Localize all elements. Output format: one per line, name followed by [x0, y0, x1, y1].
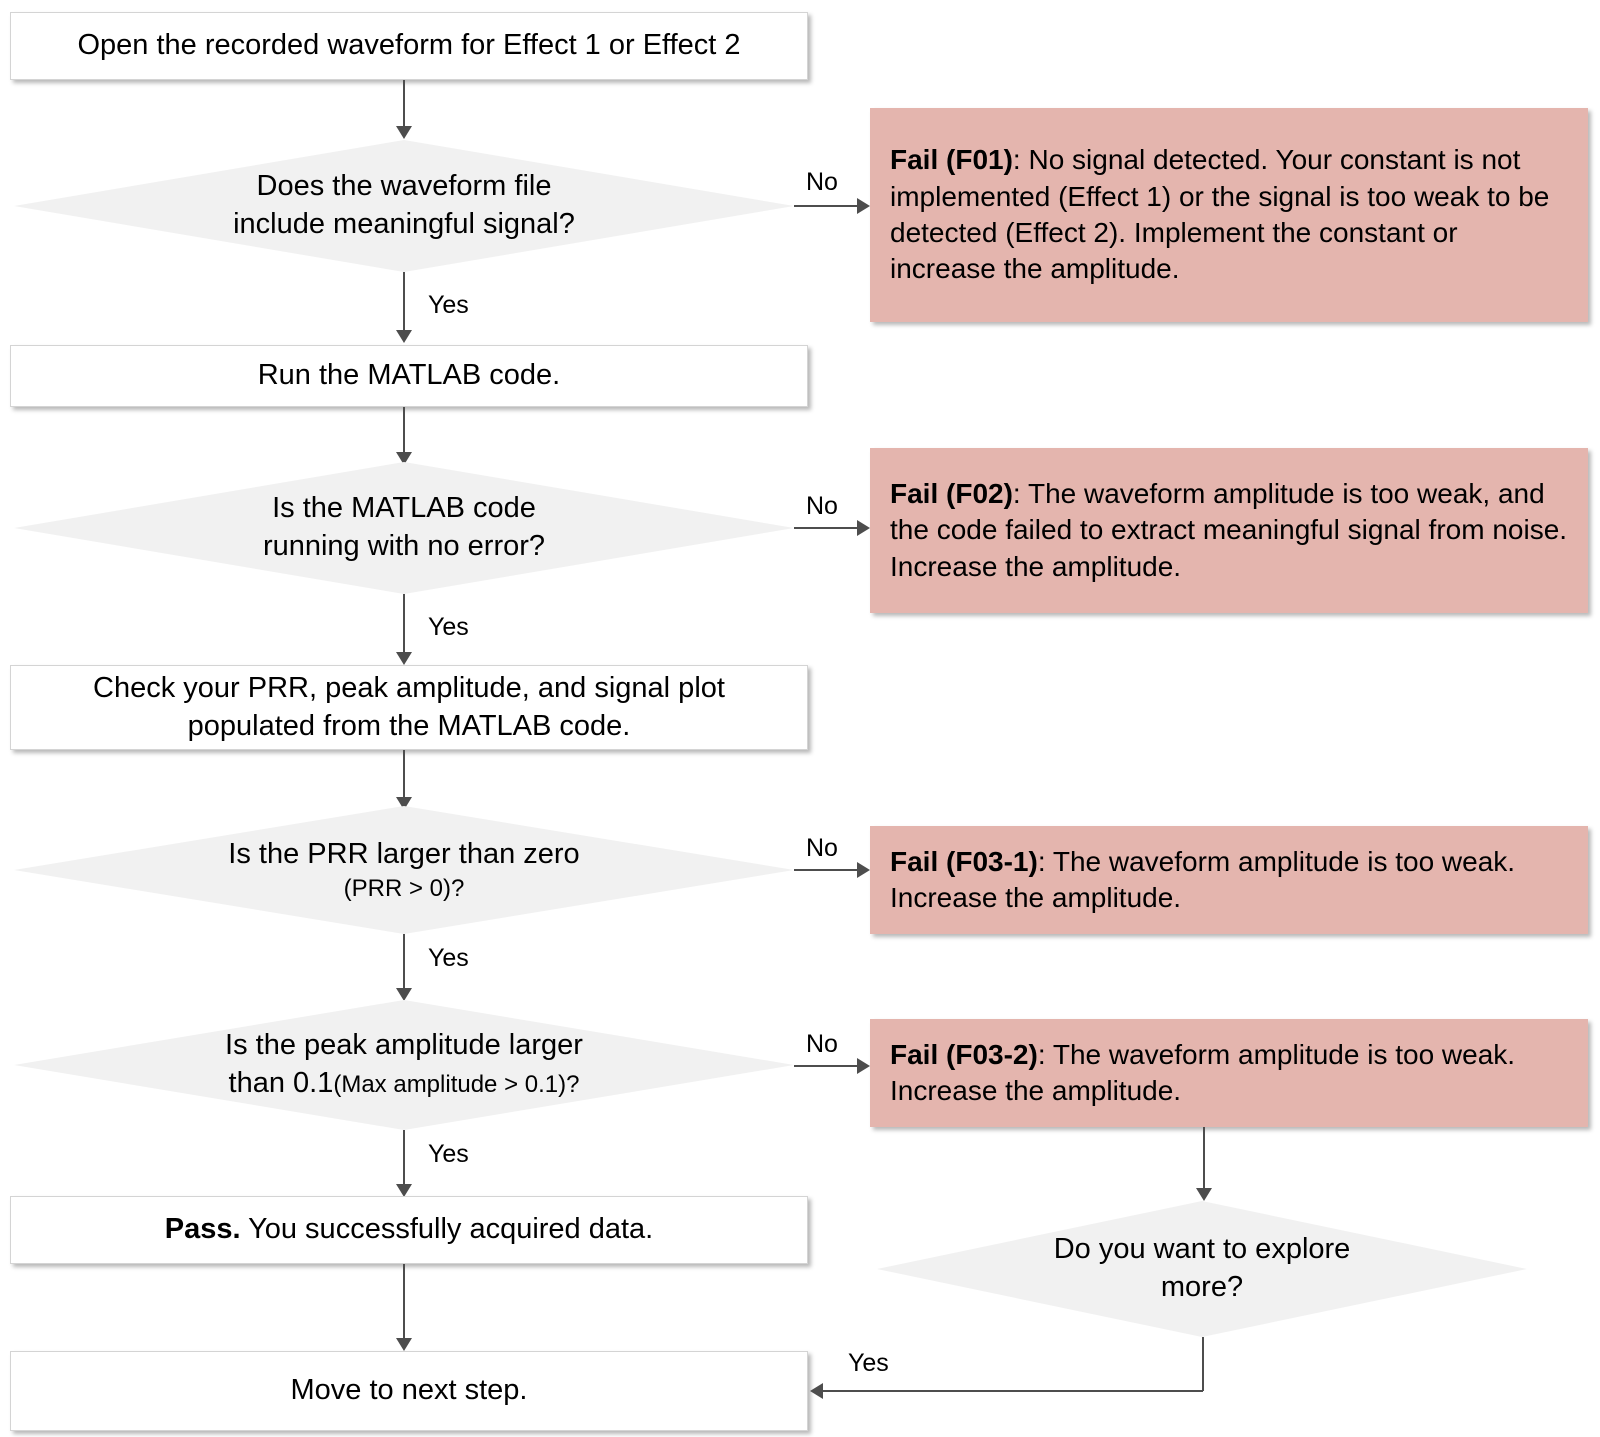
node-check-prr-label: Check your PRR, peak amplitude, and sign… [93, 670, 725, 744]
connector-d3-to-d4 [403, 934, 405, 992]
fail-f03-2-text: Fail (F03-2): The waveform amplitude is … [890, 1037, 1570, 1110]
arrowhead-d4-to-pass [396, 1184, 412, 1197]
node-run-matlab-label: Run the MATLAB code. [257, 359, 561, 392]
decision-5-text: Do you want to explore more? [975, 1231, 1430, 1306]
node-decision-matlab-no-error[interactable]: Is the MATLAB code running with no error… [14, 462, 798, 599]
node-check-prr-line1: Check your PRR, peak amplitude, and sign… [93, 672, 725, 705]
decision-2-line1: Is the MATLAB code [272, 492, 536, 525]
connector-run-to-d2 [403, 407, 405, 460]
fail-f01-tag: Fail (F01) [890, 144, 1013, 176]
node-move-next-step-label: Move to next step. [290, 1374, 528, 1407]
edge-label-no-1: No [806, 168, 838, 196]
decision-4-text: Is the peak amplitude larger than 0.1(Ma… [100, 1027, 708, 1102]
node-open-waveform-label: Open the recorded waveform for Effect 1 … [77, 29, 741, 62]
connector-check-to-d3 [403, 750, 405, 805]
edge-label-no-2: No [806, 492, 838, 520]
connector-f03-2-to-d5 [1203, 1127, 1205, 1195]
decision-4-line2-small: (Max amplitude > 0.1)? [333, 1071, 580, 1098]
edge-label-yes-1: Yes [428, 291, 469, 319]
fail-f03-1-tag: Fail (F03-1) [890, 845, 1038, 877]
connector-d3-to-f03-1 [794, 869, 862, 871]
decision-4-line2-main: than 0.1 [228, 1067, 334, 1099]
connector-start-to-d1 [403, 80, 405, 137]
connector-d2-to-check [403, 594, 405, 656]
node-decision-meaningful-signal[interactable]: Does the waveform file include meaningfu… [14, 140, 798, 277]
connector-d5-to-next [822, 1390, 1203, 1392]
connector-d4-to-pass [403, 1130, 405, 1188]
node-check-prr[interactable]: Check your PRR, peak amplitude, and sign… [10, 665, 808, 750]
decision-5-line2: more? [1160, 1271, 1244, 1303]
node-pass-rest: You successfully acquired data. [240, 1213, 654, 1246]
decision-4-line1: Is the peak amplitude larger [225, 1029, 583, 1062]
edge-label-yes-3: Yes [428, 944, 469, 972]
connector-d1-to-run [403, 272, 405, 334]
node-pass-label: Pass. You successfully acquired data. [165, 1211, 654, 1248]
arrowhead-d3-to-f03-1 [857, 862, 870, 878]
edge-label-no-4: No [806, 1030, 838, 1058]
fail-f02-tag: Fail (F02) [890, 477, 1013, 509]
decision-1-line1: Does the waveform file [256, 170, 552, 203]
node-pass-bold: Pass. [164, 1213, 241, 1246]
decision-4-line2: than 0.1(Max amplitude > 0.1)? [100, 1065, 708, 1103]
fail-f03-2-body: : The waveform amplitude is too weak. In… [890, 1038, 1516, 1106]
node-move-next-step[interactable]: Move to next step. [10, 1351, 808, 1431]
connector-d1-to-f01 [794, 205, 862, 207]
node-run-matlab[interactable]: Run the MATLAB code. [10, 345, 808, 407]
node-fail-f01[interactable]: Fail (F01): No signal detected. Your con… [870, 108, 1588, 322]
decision-3-line1: Is the PRR larger than zero [228, 837, 580, 870]
arrowhead-d3-to-d4 [396, 988, 412, 1001]
decision-1-line2: include meaningful signal? [233, 208, 575, 240]
arrowhead-f03-2-to-d5 [1196, 1188, 1212, 1201]
node-decision-explore-more[interactable]: Do you want to explore more? [877, 1201, 1531, 1342]
edge-label-no-3: No [806, 834, 838, 862]
arrowhead-run-to-d2 [396, 452, 412, 465]
arrowhead-start-to-d1 [396, 126, 412, 139]
node-fail-f02[interactable]: Fail (F02): The waveform amplitude is to… [870, 448, 1588, 613]
connector-d5-down [1202, 1337, 1204, 1391]
arrowhead-d4-to-f03-2 [857, 1058, 870, 1074]
fail-f01-body: : No signal detected. Your constant is n… [890, 144, 1550, 285]
edge-label-yes-2: Yes [428, 613, 469, 641]
connector-d4-to-f03-2 [794, 1065, 862, 1067]
decision-2-text: Is the MATLAB code running with no error… [131, 490, 677, 565]
arrowhead-d2-to-check [396, 652, 412, 665]
arrowhead-pass-to-next [396, 1338, 412, 1351]
decision-2-line2: running with no error? [262, 530, 546, 562]
decision-3-text: Is the PRR larger than zero (PRR > 0)? [131, 836, 677, 905]
node-pass[interactable]: Pass. You successfully acquired data. [10, 1196, 808, 1264]
edge-label-yes-explore: Yes [848, 1349, 889, 1377]
decision-3-line2: (PRR > 0)? [343, 875, 465, 903]
decision-1-text: Does the waveform file include meaningfu… [131, 168, 677, 243]
arrowhead-d1-to-run [396, 330, 412, 343]
node-decision-peak-amplitude[interactable]: Is the peak amplitude larger than 0.1(Ma… [14, 1000, 798, 1135]
connector-d2-to-f02 [794, 527, 862, 529]
decision-5-line1: Do you want to explore [1053, 1233, 1351, 1266]
node-fail-f03-1[interactable]: Fail (F03-1): The waveform amplitude is … [870, 826, 1588, 934]
arrowhead-d5-to-next [810, 1383, 823, 1399]
node-open-waveform[interactable]: Open the recorded waveform for Effect 1 … [10, 12, 808, 80]
node-check-prr-line2: populated from the MATLAB code. [187, 709, 631, 742]
arrowhead-d2-to-f02 [857, 520, 870, 536]
node-fail-f03-2[interactable]: Fail (F03-2): The waveform amplitude is … [870, 1019, 1588, 1127]
fail-f03-1-body: : The waveform amplitude is too weak. In… [890, 845, 1516, 913]
arrowhead-d1-to-f01 [857, 198, 870, 214]
fail-f02-body: : The waveform amplitude is too weak, an… [890, 477, 1568, 582]
fail-f01-text: Fail (F01): No signal detected. Your con… [890, 142, 1570, 288]
fail-f02-text: Fail (F02): The waveform amplitude is to… [890, 476, 1570, 585]
connector-pass-to-next [403, 1264, 405, 1344]
node-decision-prr-greater-zero[interactable]: Is the PRR larger than zero (PRR > 0)? [14, 806, 798, 939]
fail-f03-1-text: Fail (F03-1): The waveform amplitude is … [890, 844, 1570, 917]
edge-label-yes-4: Yes [428, 1140, 469, 1168]
fail-f03-2-tag: Fail (F03-2) [890, 1038, 1038, 1070]
